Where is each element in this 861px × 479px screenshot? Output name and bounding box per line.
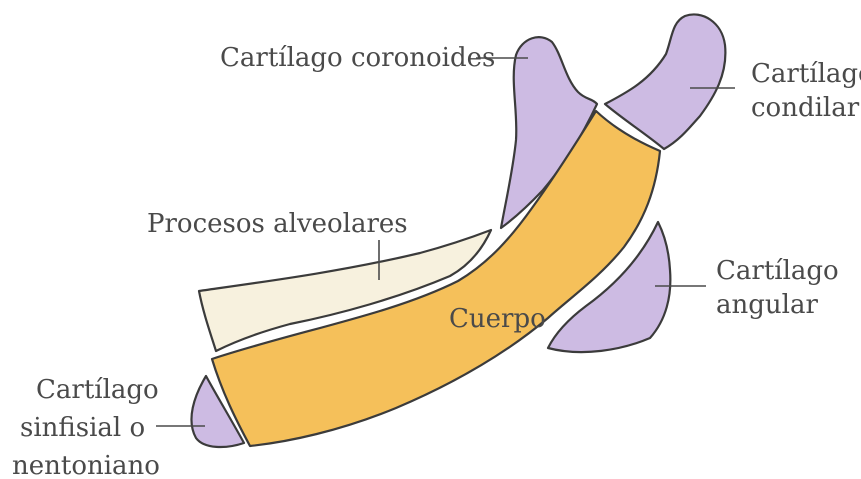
condylar-label-line2: condilar: [751, 93, 860, 123]
condylar-cartilage: [605, 14, 725, 149]
symphyseal-label-line3: nentoniano: [12, 451, 160, 479]
alveolar-label: Procesos alveolares: [147, 209, 408, 239]
coronoid-label: Cartílago coronoides: [220, 43, 495, 73]
condylar-label-line1: Cartílago: [751, 59, 861, 89]
angular-label-line1: Cartílago: [716, 256, 839, 286]
symphyseal-label-line2: sinfisial o: [20, 413, 145, 443]
symphyseal-label-line1: Cartílago: [36, 375, 159, 405]
body-label: Cuerpo: [449, 304, 546, 334]
angular-label-line2: angular: [716, 290, 818, 320]
